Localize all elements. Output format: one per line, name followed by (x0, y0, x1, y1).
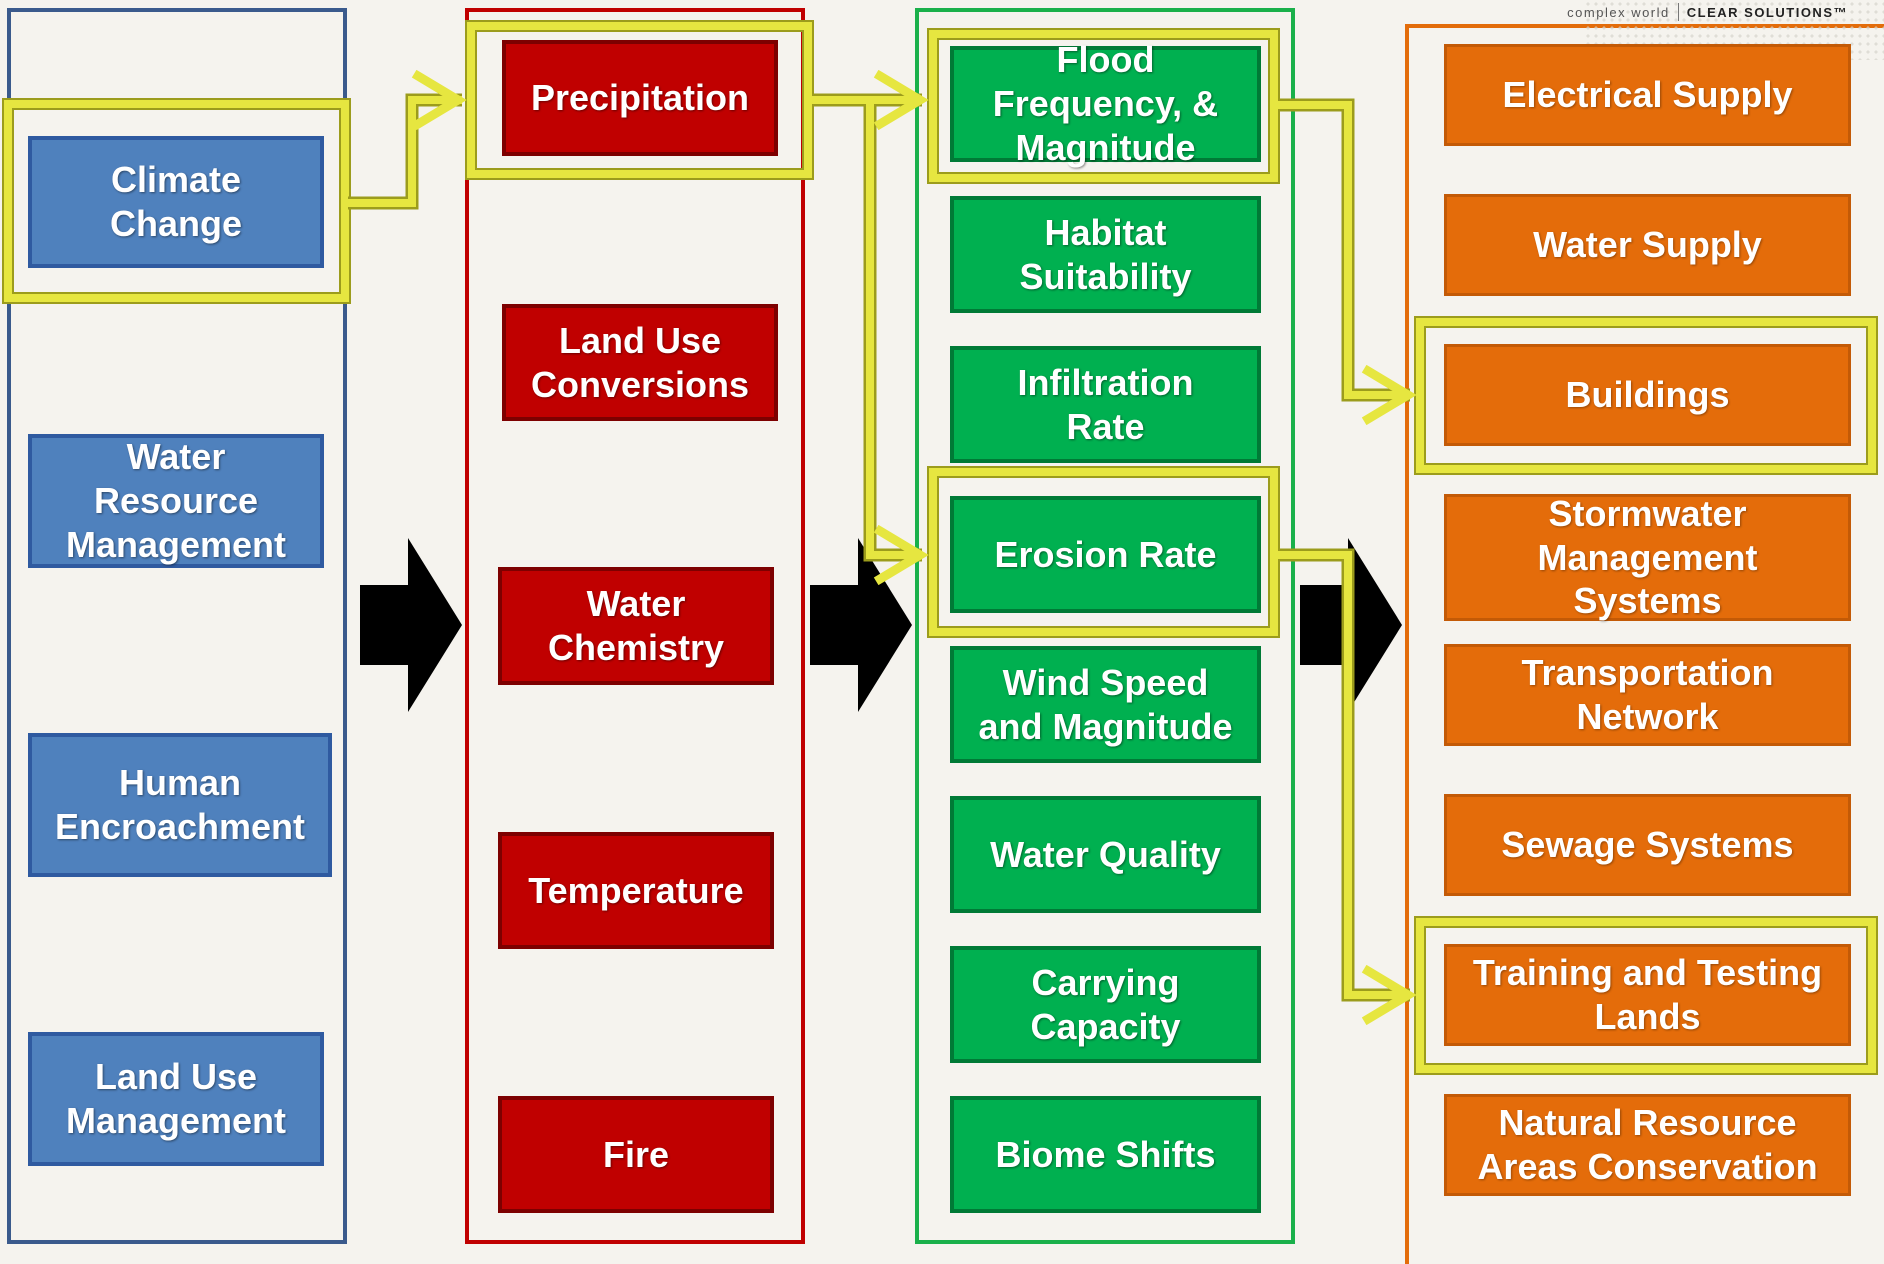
stressors-column (465, 8, 805, 1244)
connector-flood-to-buildings (1278, 101, 1410, 399)
connector-precipitation-to-erosion (812, 96, 922, 559)
highlight-flood-frequency (929, 30, 1278, 182)
highlight-erosion-rate (929, 468, 1278, 636)
arrowhead-precipitation (411, 69, 467, 131)
connector-climate-to-precipitation (348, 96, 462, 207)
logo-tagline-left: complex world (1567, 4, 1670, 20)
effect-water-quality: Water Quality (950, 796, 1261, 913)
logo-divider (1677, 3, 1679, 21)
driver-human-encroachment: Human Encroachment (28, 733, 332, 877)
asset-training-testing-lands: Training and Testing Lands (1444, 944, 1851, 1046)
company-logo: complex world CLEAR SOLUTIONS™ (1567, 3, 1848, 21)
effect-infiltration-rate: Infiltration Rate (950, 346, 1261, 463)
effect-biome-shifts: Biome Shifts (950, 1096, 1261, 1213)
highlight-training-testing-lands (1416, 918, 1876, 1073)
connector-erosion-to-training-lands (1278, 551, 1410, 999)
asset-water-supply: Water Supply (1444, 194, 1851, 296)
arrowhead-erosion (873, 524, 929, 586)
drivers-column (7, 8, 347, 1244)
stressor-precipitation: Precipitation (502, 40, 778, 156)
effect-flood-frequency-magnitude: Flood Frequency, & Magnitude (950, 39, 1261, 168)
stressor-water-chemistry: Water Chemistry (498, 567, 774, 685)
highlight-precipitation (467, 22, 812, 178)
effects-column (915, 8, 1295, 1244)
asset-electrical-supply: Electrical Supply (1444, 44, 1851, 146)
driver-climate-change: Climate Change (28, 136, 324, 268)
effect-habitat-suitability: Habitat Suitability (950, 196, 1261, 313)
highlight-buildings (1416, 318, 1876, 473)
driver-water-resource-management: Water Resource Management (28, 434, 324, 568)
arrowhead-training-lands (1361, 964, 1417, 1026)
flow-arrow-stressors-to-effects (810, 538, 912, 712)
stressor-land-use-conversions: Land Use Conversions (502, 304, 778, 421)
asset-stormwater-management-systems: Stormwater Management Systems (1444, 493, 1851, 621)
effect-carrying-capacity: Carrying Capacity (950, 946, 1261, 1063)
highlight-climate-change (4, 100, 349, 302)
asset-transportation-network: Transportation Network (1444, 644, 1851, 746)
logo-tagline-right: CLEAR SOLUTIONS™ (1686, 4, 1848, 20)
stressor-fire: Fire (498, 1096, 774, 1213)
asset-buildings: Buildings (1444, 344, 1851, 446)
asset-sewage-systems: Sewage Systems (1444, 794, 1851, 896)
effect-erosion-rate: Erosion Rate (950, 496, 1261, 613)
stressor-temperature: Temperature (498, 832, 774, 949)
flow-arrow-drivers-to-stressors (360, 538, 462, 712)
arrowhead-flood (873, 69, 929, 131)
effect-wind-speed-magnitude: Wind Speed and Magnitude (950, 646, 1261, 763)
arrowhead-buildings (1361, 364, 1417, 426)
asset-natural-resource-areas-conservation: Natural Resource Areas Conservation (1444, 1094, 1851, 1196)
driver-land-use-management: Land Use Management (28, 1032, 324, 1166)
